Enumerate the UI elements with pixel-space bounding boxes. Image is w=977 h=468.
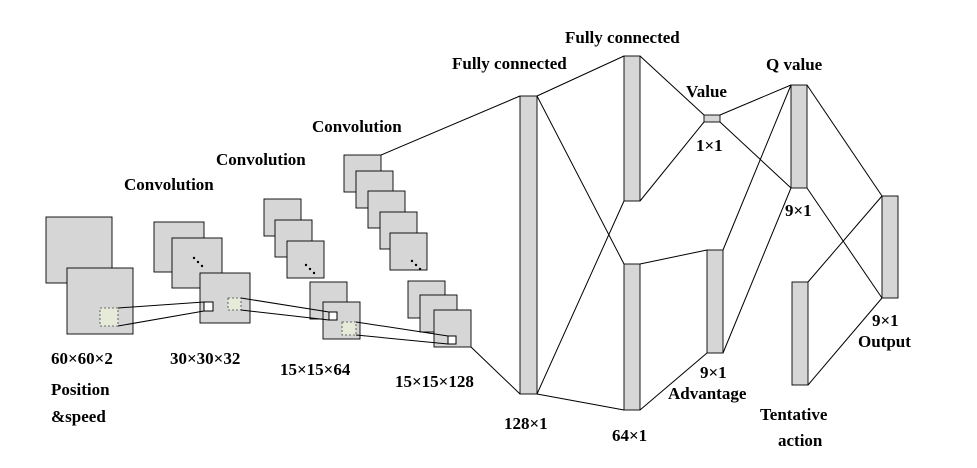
input-name-line1: Position — [51, 380, 110, 399]
advantage-title: Advantage — [668, 384, 747, 403]
conv3-ellipsis-dot — [418, 267, 422, 271]
conv2-layer — [263, 198, 361, 340]
conv2-ellipsis-dot — [304, 263, 308, 267]
conv1-title: Convolution — [124, 175, 214, 194]
advantage-dim-label: 9×1 — [700, 363, 727, 382]
conv3-dim-label: 15×15×128 — [395, 372, 474, 391]
conv2-receptive-patch — [341, 321, 357, 336]
fc1-bar — [519, 95, 538, 395]
conv3-ellipsis-dot — [414, 263, 418, 267]
fc2-title: Fully connected — [565, 28, 680, 47]
receptive-field-lines — [117, 297, 449, 345]
tentative-action-bar — [791, 281, 809, 386]
input-layer — [45, 216, 134, 335]
q-value-title: Q value — [766, 55, 823, 74]
output-title: Output — [858, 332, 911, 351]
conv2-ellipsis-dot — [312, 271, 316, 275]
conv2-ellipsis-dot — [308, 267, 312, 271]
advantage-bar — [706, 249, 724, 354]
tentative-action-line1: Tentative — [760, 405, 828, 424]
conv3-kernel-square — [447, 335, 457, 345]
fc2-value-bar — [623, 55, 641, 202]
conv2-title: Convolution — [216, 150, 306, 169]
fc2-advantage-bar — [623, 263, 641, 411]
fc1-title: Fully connected — [452, 54, 567, 73]
conv1-ellipsis-dot — [192, 256, 196, 260]
value-dim-label: 1×1 — [696, 136, 723, 155]
conv2-map-3 — [286, 240, 325, 279]
conv2-kernel-square — [328, 311, 338, 321]
conv1-ellipsis-dot — [196, 260, 200, 264]
connection-lines — [380, 55, 883, 411]
conv1-layer — [153, 221, 251, 324]
output-dim-label: 9×1 — [872, 311, 899, 330]
input-name-line2: &speed — [51, 407, 106, 426]
q-value-bar — [790, 84, 808, 189]
conv3-title: Convolution — [312, 117, 402, 136]
conv1-kernel-square — [203, 301, 214, 312]
conv2-dim-label: 15×15×64 — [280, 360, 351, 379]
fc1-dim-label: 128×1 — [504, 414, 548, 433]
conv3-layer — [343, 154, 472, 348]
input-receptive-patch — [99, 307, 119, 327]
conv3-ellipsis-dot — [410, 259, 414, 263]
input-dim-label: 60×60×2 — [51, 349, 113, 368]
conv1-ellipsis-dot — [200, 264, 204, 268]
tentative-action-line2: action — [778, 431, 823, 450]
conv1-dim-label: 30×30×32 — [170, 349, 240, 368]
q-dim-label: 9×1 — [785, 201, 812, 220]
conv1-receptive-patch — [227, 297, 242, 311]
value-node — [703, 114, 721, 123]
value-title: Value — [686, 82, 727, 101]
fc2-dim-label: 64×1 — [612, 426, 647, 445]
conv3-map-5 — [389, 232, 428, 271]
output-bar — [881, 195, 899, 299]
